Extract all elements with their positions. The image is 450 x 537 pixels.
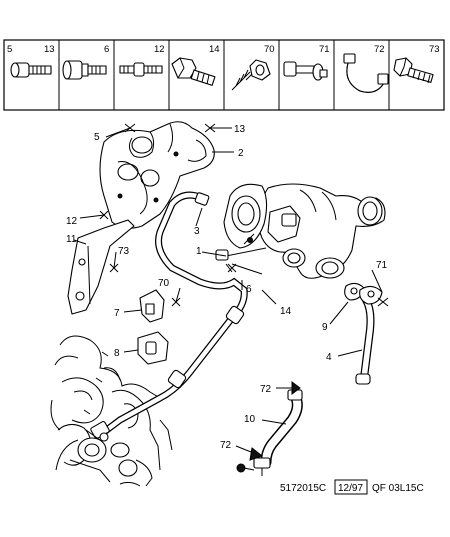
callout-71: 71 [376, 260, 388, 271]
parts-strip: 5 13 6 12 14 70 71 72 73 [3, 39, 445, 111]
reference-qf: QF 03L15C [372, 483, 424, 494]
callout-4: 4 [326, 352, 332, 363]
exhaust-manifold [99, 121, 215, 229]
callout-9: 9 [322, 322, 328, 333]
header-part-14-label: 14 [209, 44, 220, 55]
callout-labels: 5 13 2 12 11 73 3 1 70 7 8 6 14 71 9 4 7… [66, 124, 388, 451]
allen-bolt-icon [10, 62, 52, 78]
hose-clamp-icon [343, 53, 389, 93]
callout-70: 70 [158, 278, 170, 289]
callout-73: 73 [118, 246, 130, 257]
callout-72-upper: 72 [260, 384, 272, 395]
collar-bolt-icon [62, 60, 107, 80]
callout-1: 1 [196, 246, 202, 257]
callout-11: 11 [66, 234, 77, 245]
header-part-72-label: 72 [374, 44, 385, 55]
hex-flange-bolt-icon [171, 57, 216, 86]
banjo-bolt-icon [283, 61, 328, 81]
reference-number: 5172015C [280, 483, 326, 494]
callout-10: 10 [244, 414, 256, 425]
leader-lines [73, 123, 389, 461]
callout-3: 3 [194, 226, 200, 237]
engine-block [50, 335, 173, 487]
callout-12: 12 [66, 216, 78, 227]
turbocharger [215, 183, 386, 279]
callout-14: 14 [280, 306, 292, 317]
header-part-6-label: 6 [104, 44, 109, 55]
bracket [67, 219, 135, 315]
callout-6: 6 [246, 284, 252, 295]
callout-13: 13 [234, 124, 246, 135]
reference-code: 5172015C 12/97 QF 03L15C [280, 479, 424, 495]
oil-return-pipe [344, 282, 383, 385]
callout-8: 8 [114, 348, 120, 359]
oil-feed-pipe [85, 191, 248, 442]
rubber-grommet [137, 331, 169, 365]
header-part-12-label: 12 [154, 44, 165, 55]
callout-2: 2 [238, 148, 244, 159]
callout-7: 7 [114, 308, 120, 319]
header-part-70-label: 70 [264, 44, 275, 55]
stud-icon [119, 62, 163, 77]
header-part-5-label: 5 [7, 44, 12, 55]
callout-72-lower: 72 [220, 440, 232, 451]
callout-5: 5 [94, 132, 100, 143]
header-part-71-label: 71 [319, 44, 330, 55]
header-part-13-label: 13 [44, 44, 55, 55]
hose [236, 389, 303, 476]
reference-date: 12/97 [338, 483, 363, 494]
header-part-73-label: 73 [429, 44, 440, 55]
self-tapping-screw-icon [231, 59, 271, 91]
clip [139, 289, 165, 323]
hex-bolt-icon [393, 57, 434, 84]
